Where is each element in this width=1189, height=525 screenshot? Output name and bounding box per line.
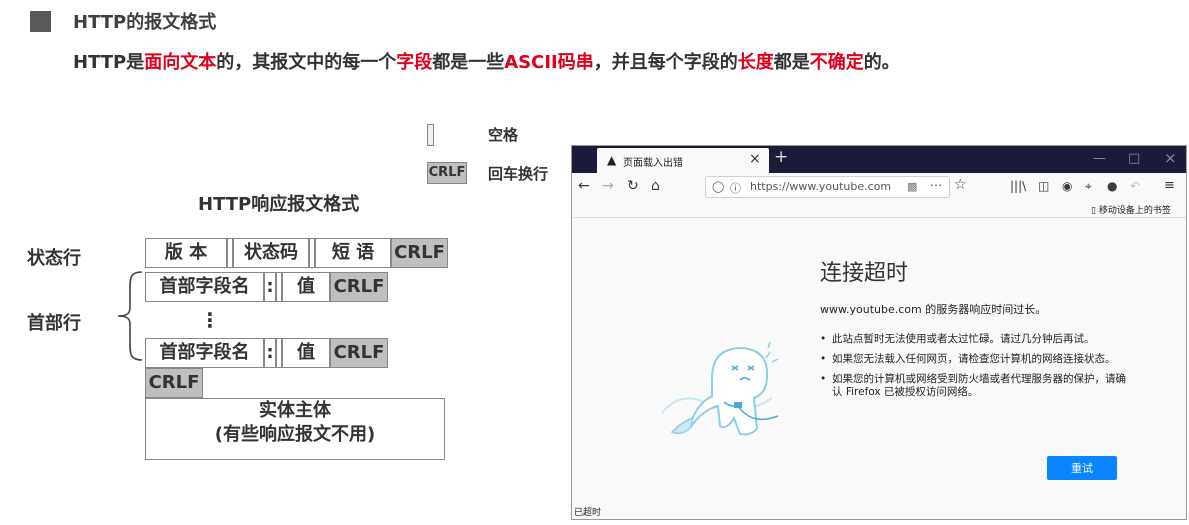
- browser-tab[interactable]: ▲ 页面载入出错 ×: [597, 148, 769, 173]
- close-icon[interactable]: ×: [749, 151, 761, 167]
- subtitle-emphasis: ASCII码串: [504, 52, 594, 73]
- entity-body: 实体主体 (有些响应报文不用): [145, 398, 445, 460]
- account-icon[interactable]: ◉: [1062, 179, 1073, 193]
- undo-icon[interactable]: ↶: [1130, 179, 1141, 193]
- star-icon[interactable]: ☆: [954, 177, 967, 193]
- status-line-label: 状态行: [27, 248, 81, 269]
- subtitle-emphasis: 字段: [396, 52, 433, 73]
- forward-icon[interactable]: →: [602, 178, 614, 194]
- home-icon[interactable]: ⌂: [651, 178, 660, 194]
- status-text: 已超时: [574, 508, 602, 518]
- mobile-bookmarks[interactable]: ▯ 移动设备上的书签: [1091, 203, 1171, 216]
- bookmarks-toolbar: ▯ 移动设备上的书签: [572, 201, 1186, 218]
- subtitle-part: ，并且每个字段的: [593, 52, 738, 73]
- list-item: 如果您的计算机或网络受到防火墙或者代理服务器的保护，请确认 Firefox 已被…: [820, 373, 1130, 399]
- mobile-bookmarks-label: 移动设备上的书签: [1098, 206, 1171, 216]
- more-icon[interactable]: ⋯: [930, 178, 942, 192]
- error-suggestions: 此站点暂时无法使用或者太过忙碌。请过几分钟后再试。 如果您无法载入任何网页，请检…: [820, 333, 1130, 406]
- plus-icon[interactable]: +: [774, 147, 789, 167]
- space-separator: [227, 238, 233, 268]
- shield-icon[interactable]: ◯: [712, 180, 725, 193]
- header-value-field: 值: [282, 272, 330, 302]
- navigation-toolbar: ← → ↻ ⌂ ◯ ⓘ https://www.youtube.com ▩ ⋯ …: [572, 173, 1186, 201]
- error-description: www.youtube.com 的服务器响应时间过长。: [820, 303, 1047, 316]
- url-text[interactable]: https://www.youtube.com: [750, 180, 892, 193]
- crlf-field: CRLF: [330, 338, 388, 368]
- entity-body-title: 实体主体: [259, 400, 331, 421]
- legend-space-swatch: [427, 124, 434, 146]
- bullet-square: [30, 11, 51, 32]
- blank-line-crlf: CRLF: [145, 368, 203, 398]
- ellipsis-vertical: ⋮: [200, 308, 220, 332]
- back-icon[interactable]: ←: [578, 178, 590, 194]
- library-icon[interactable]: |||\: [1010, 179, 1027, 193]
- tab-strip: ▲ 页面载入出错 × + — □ ×: [572, 146, 1186, 173]
- menu-icon[interactable]: ≡: [1164, 178, 1175, 193]
- brace-icon: [117, 271, 143, 361]
- subtitle-emphasis: 不确定: [809, 52, 864, 73]
- space-separator: [276, 272, 282, 302]
- error-title: 连接超时: [820, 261, 909, 286]
- phrase-field: 短 语: [315, 238, 391, 268]
- legend-crlf-swatch: CRLF: [427, 162, 467, 184]
- screenshot-icon[interactable]: ⌖: [1085, 179, 1092, 193]
- entity-body-note: (有些响应报文不用): [214, 424, 376, 445]
- status-code-field: 状态码: [233, 238, 309, 268]
- subtitle-part: HTTP是: [73, 52, 145, 73]
- tab-title: 页面载入出错: [623, 158, 683, 169]
- info-icon[interactable]: ⓘ: [730, 182, 741, 195]
- list-item: 此站点暂时无法使用或者太过忙碌。请过几分钟后再试。: [820, 333, 1130, 346]
- header-field-name: 首部字段名: [145, 338, 264, 368]
- dinosaur-illustration-icon: [661, 341, 779, 436]
- legend-space-label: 空格: [488, 126, 519, 144]
- subtitle-emphasis: 面向文本: [144, 52, 217, 73]
- subtitle-part: 都是: [773, 52, 810, 73]
- header-line-label: 首部行: [27, 313, 81, 334]
- subtitle-part: 的，其报文中的每一个: [216, 52, 397, 73]
- error-page: 连接超时 www.youtube.com 的服务器响应时间过长。 此站点暂时无法…: [572, 218, 1186, 503]
- retry-button[interactable]: 重试: [1047, 456, 1117, 480]
- subtitle-part: 都是一些: [432, 52, 505, 73]
- subtitle-emphasis: 长度: [737, 52, 774, 73]
- chat-icon[interactable]: ●: [1107, 179, 1118, 193]
- status-bar: 已超时: [572, 503, 1186, 519]
- slide-subtitle: HTTP是面向文本的，其报文中的每一个字段都是一些ASCII码串，并且每个字段的…: [73, 48, 900, 74]
- colon-field: :: [264, 272, 276, 302]
- version-field: 版 本: [145, 238, 227, 268]
- legend-crlf-label: 回车换行: [488, 165, 549, 183]
- diagram-title: HTTP响应报文格式: [198, 194, 360, 215]
- reload-icon[interactable]: ↻: [627, 178, 639, 194]
- browser-window: ▲ 页面载入出错 × + — □ × ← → ↻ ⌂ ◯ ⓘ https://w…: [571, 145, 1187, 520]
- url-bar[interactable]: ◯ ⓘ https://www.youtube.com ▩ ⋯: [705, 176, 950, 198]
- crlf-field: CRLF: [330, 272, 388, 302]
- header-value-field: 值: [282, 338, 330, 368]
- maximize-icon[interactable]: □: [1128, 151, 1141, 166]
- mobile-icon: ▯: [1091, 206, 1096, 216]
- crlf-field: CRLF: [391, 238, 448, 268]
- sidebar-icon[interactable]: ◫: [1038, 179, 1050, 193]
- warning-icon: ▲: [607, 153, 617, 167]
- space-separator: [309, 238, 315, 268]
- colon-field: :: [264, 338, 276, 368]
- slide-title: HTTP的报文格式: [73, 12, 217, 33]
- minimize-icon[interactable]: —: [1093, 151, 1106, 166]
- space-separator: [276, 338, 282, 368]
- subtitle-part: 的。: [863, 52, 900, 73]
- qr-icon[interactable]: ▩: [907, 180, 918, 193]
- header-field-name: 首部字段名: [145, 272, 264, 302]
- window-close-icon[interactable]: ×: [1164, 149, 1177, 167]
- list-item: 如果您无法载入任何网页，请检查您计算机的网络连接状态。: [820, 353, 1130, 366]
